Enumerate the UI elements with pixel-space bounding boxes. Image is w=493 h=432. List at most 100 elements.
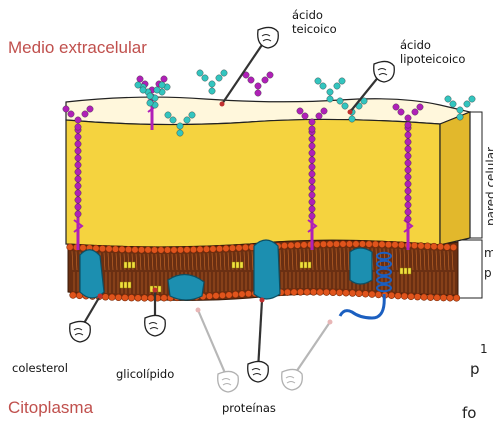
membrane-protein-4 (350, 248, 372, 284)
pointer-hand (220, 27, 279, 106)
sugar-bead (161, 76, 167, 82)
membrane-protein-2 (168, 274, 204, 300)
sugar-bead (398, 109, 404, 115)
sugar-bead (87, 106, 93, 112)
sugar-bead (309, 119, 315, 125)
phospholipid-head (372, 241, 379, 248)
phospholipid-head (109, 294, 116, 301)
phospholipid-head (161, 295, 168, 302)
sugar-bead (75, 141, 81, 147)
sugar-bead (147, 93, 153, 99)
phospholipid-head (291, 289, 298, 296)
extracellular-label: Medio extracelular (8, 38, 147, 58)
sugar-bead (262, 77, 268, 83)
sugar-bead (405, 174, 411, 180)
phospholipid-head (336, 289, 343, 296)
sugar-bead (464, 101, 470, 107)
phospholipid-head (440, 294, 447, 301)
phospholipid-head (158, 247, 165, 254)
phospholipid-head (356, 290, 363, 297)
sugar-bead (75, 190, 81, 196)
sugar-bead (405, 216, 411, 222)
sugar-bead (309, 178, 315, 184)
phospholipid-head (437, 243, 444, 250)
sugar-bead (309, 185, 315, 191)
sugar-bead (405, 146, 411, 152)
phospholipid-head (125, 246, 132, 253)
sugar-bead (267, 72, 273, 78)
phospholipid-head (216, 245, 223, 252)
phospholipid-head (388, 292, 395, 299)
phospholipid-head (67, 244, 74, 251)
phospholipid-head (245, 291, 252, 298)
sugar-bead (202, 75, 208, 81)
sugar-bead (221, 70, 227, 76)
phospholipid-head (203, 246, 210, 253)
phospholipid-head (310, 289, 317, 296)
cut-text-1: 1 (480, 342, 488, 356)
sugar-bead (457, 114, 463, 120)
phospholipid-head (284, 289, 291, 296)
pointer-hand (70, 294, 103, 343)
phospholipid-head (239, 291, 246, 298)
sugar-bead (177, 130, 183, 136)
sugar-bead (405, 195, 411, 201)
sugar-bead (316, 113, 322, 119)
phospholipid-head (190, 246, 197, 253)
phospholipid-head (447, 295, 454, 302)
phospholipid-head (379, 241, 386, 248)
phospholipid-head (232, 291, 239, 298)
phospholipid-head (327, 241, 334, 248)
sugar-bead (309, 150, 315, 156)
sugar-bead (337, 98, 343, 104)
sugar-bead (140, 87, 146, 93)
phospholipid-head (128, 295, 135, 302)
sugar-bead (75, 134, 81, 140)
phospholipid-head (330, 289, 337, 296)
surface-sugar (243, 72, 273, 96)
phospholipid-head (401, 293, 408, 300)
cholesterol-molecule (128, 262, 131, 268)
phospholipid-head (450, 244, 457, 251)
sugar-bead (75, 162, 81, 168)
membrane-protein-1 (80, 250, 104, 298)
lipoteichoic-label-line2: lipoteicoico (400, 53, 465, 66)
sugar-bead (405, 139, 411, 145)
sugar-bead (309, 136, 315, 142)
phospholipid-head (349, 290, 356, 297)
cholesterol-molecule (232, 262, 235, 268)
cholesterol-molecule (308, 262, 311, 268)
cholesterol-label: colesterol (12, 362, 68, 375)
phospholipid-head (141, 295, 148, 302)
sugar-bead (197, 70, 203, 76)
phospholipid-head (392, 241, 399, 248)
phospholipid-head (362, 291, 369, 298)
sugar-bead (412, 109, 418, 115)
sugar-bead (137, 76, 143, 82)
membrane-label-frag-2: p (484, 266, 492, 280)
phospholipid-head (184, 246, 191, 253)
sugar-bead (309, 157, 315, 163)
sugar-bead (469, 96, 475, 102)
phospholipid-head (148, 295, 155, 302)
pointer-hand (282, 320, 333, 391)
sugar-bead (68, 111, 74, 117)
phospholipid-head (106, 246, 113, 253)
teichoic-label-line1: ácido (292, 9, 323, 22)
sugar-bead (405, 181, 411, 187)
phospholipid-head (398, 242, 405, 249)
phospholipid-head (219, 292, 226, 299)
phospholipid-head (145, 247, 152, 254)
sugar-bead (75, 169, 81, 175)
phospholipid-head (119, 246, 126, 253)
phospholipid-head (314, 241, 321, 248)
sugar-bead (159, 82, 165, 88)
phospholipid-head (226, 292, 233, 299)
phospholipid-head (151, 247, 158, 254)
sugar-bead (327, 96, 333, 102)
cholesterol-molecule (408, 268, 411, 274)
cholesterol-molecule (132, 262, 135, 268)
phospholipid-head (301, 242, 308, 249)
cholesterol-molecule (120, 282, 123, 288)
cut-text-2: p (470, 360, 480, 378)
